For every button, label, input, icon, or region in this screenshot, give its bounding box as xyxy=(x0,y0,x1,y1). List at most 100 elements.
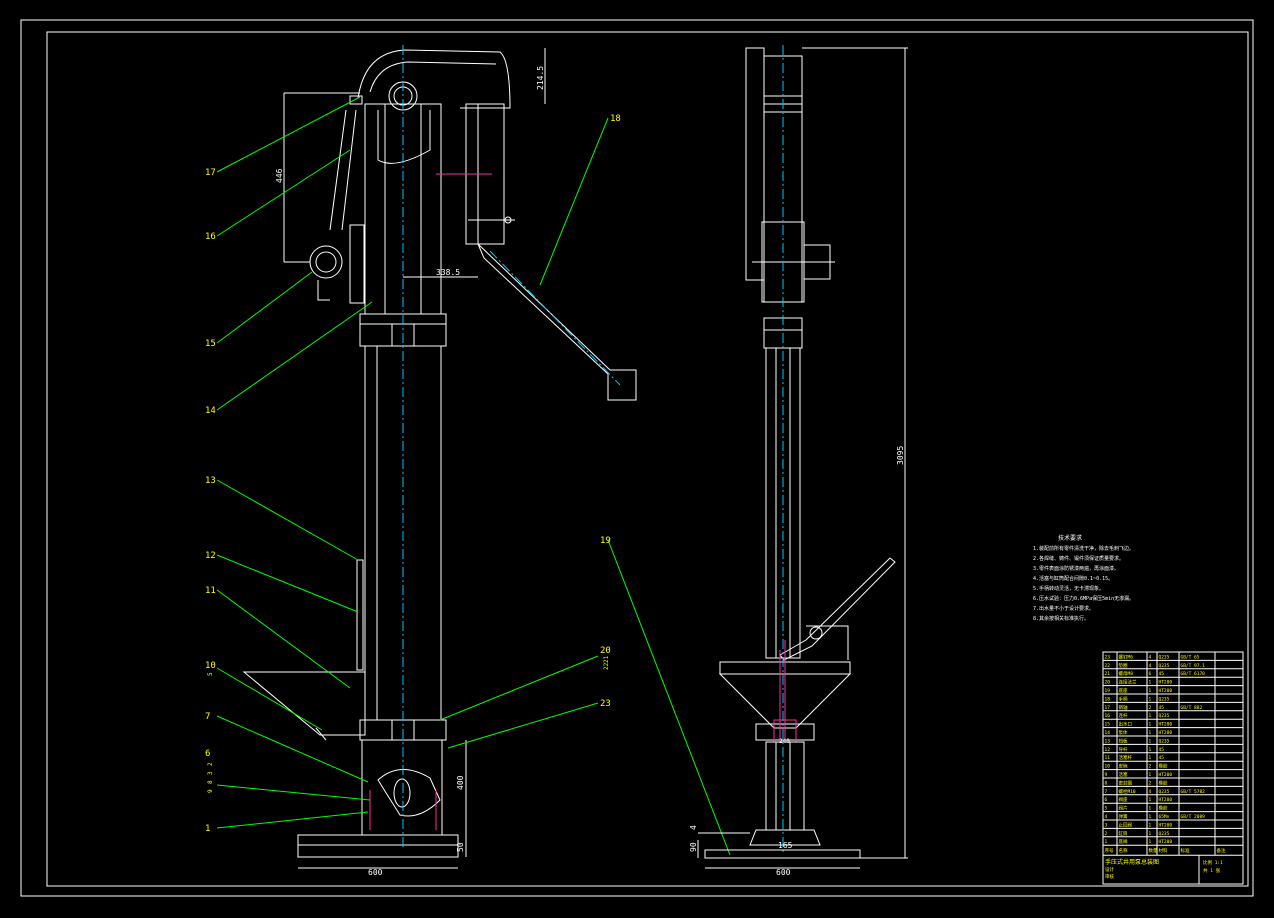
bom-cell: 1 xyxy=(1105,839,1108,845)
bom-cell: 螺栓M10 xyxy=(1119,788,1136,795)
bom-cell: 1 xyxy=(1149,806,1152,812)
dim-base-width-left: 600 xyxy=(368,868,383,877)
note-line: 2.各焊缝、铸件、锻件须保证质量要求。 xyxy=(1033,555,1124,562)
bom-header-cell: 材料 xyxy=(1159,847,1168,854)
bom-cell: 橡胶 xyxy=(1159,779,1168,786)
bom-cell: Q235 xyxy=(1159,663,1170,669)
part-label-11: 11 xyxy=(205,586,216,596)
bom-cell: Q235 xyxy=(1159,789,1170,795)
dim-total-height: 3095 xyxy=(896,446,905,465)
bom-cell: 弹簧 xyxy=(1119,813,1128,820)
part-label-8: 8 xyxy=(207,780,214,784)
bom-cell: Q235 xyxy=(1159,654,1170,660)
notes-title: 技术要求 xyxy=(1058,534,1082,542)
bom-cell: 6 xyxy=(1105,797,1108,803)
bom-cell: 活塞 xyxy=(1119,771,1128,778)
bom-cell: 4 xyxy=(1149,663,1152,669)
bom-cell: 4 xyxy=(1149,654,1152,660)
bom-cell: 1 xyxy=(1149,738,1152,744)
dim-arm-height: 446 xyxy=(275,168,284,183)
bom-cell: 22 xyxy=(1105,663,1111,669)
bom-cell: 14 xyxy=(1105,730,1111,736)
part-label-10: 10 xyxy=(205,661,216,671)
bom-cell: HT200 xyxy=(1159,839,1173,845)
bom-cell: 1 xyxy=(1149,822,1152,828)
bom-cell: 手柄 xyxy=(1119,695,1128,702)
bom-cell: GB/T 5782 xyxy=(1181,789,1206,795)
bom-header-cell: 名称 xyxy=(1119,847,1128,854)
technical-notes: 技术要求 1.装配前所有零件清洗干净，除去毛刺飞边。 2.各焊缝、铸件、锻件须保… xyxy=(1033,534,1134,622)
bom-cell: 导杆 xyxy=(1119,746,1128,753)
title-block-info: 共 1 张 xyxy=(1203,867,1221,874)
part-label-5: 5 xyxy=(207,672,214,676)
bom-cell: 1 xyxy=(1149,755,1152,761)
bom-cell: GB/T 882 xyxy=(1181,705,1203,711)
bom-cell: 17 xyxy=(1105,705,1111,711)
bom-cell: 阀片 xyxy=(1119,805,1128,812)
bom-cell: 16 xyxy=(1105,713,1111,719)
bom-cell: 1 xyxy=(1149,772,1152,778)
bom-cell: 5 xyxy=(1105,806,1108,812)
title-block-role: 设计 xyxy=(1105,866,1114,873)
bom-cell: 21 xyxy=(1105,671,1111,677)
bom-cell: HT200 xyxy=(1159,822,1173,828)
part-labels: 17 16 15 14 13 12 11 10 7 6 1 18 19 20 2… xyxy=(205,114,621,834)
bom-header-cell: 备注 xyxy=(1217,847,1226,854)
part-label-1: 1 xyxy=(205,824,210,834)
dim-base-thick-left: 50 xyxy=(456,842,465,852)
bom-cell: 泵体 xyxy=(1119,729,1128,736)
bom-cell: 7 xyxy=(1105,789,1108,795)
side-view: 3095 600 4 90 165 240 xyxy=(689,45,908,877)
part-label-21: 21 xyxy=(603,655,610,663)
bom-cell: 65Mn xyxy=(1159,814,1170,820)
bom-cell: 连杆 xyxy=(1119,712,1128,719)
bom-cell: GB/T 97.1 xyxy=(1181,663,1206,669)
note-line: 3.零件表面涂防锈漆两遍，再涂面漆。 xyxy=(1033,565,1119,572)
bom-header-cell: 序号 xyxy=(1105,847,1114,854)
part-label-18: 18 xyxy=(610,114,621,124)
dim-base-height-left: 400 xyxy=(456,775,465,790)
dim-pipe-dia: 165 xyxy=(778,841,793,850)
bom-cell: 10 xyxy=(1105,764,1111,770)
bom-cell: HT200 xyxy=(1159,772,1173,778)
bom-cell: 45 xyxy=(1159,747,1165,753)
bom-header-cell: 数量 xyxy=(1149,847,1158,854)
dim-top-height: 214.5 xyxy=(536,66,545,90)
part-label-20: 20 xyxy=(600,646,611,656)
part-label-17: 17 xyxy=(205,168,216,178)
bom-cell: 9 xyxy=(1105,772,1108,778)
bom-cell: 4 xyxy=(1149,789,1152,795)
part-label-6: 6 xyxy=(205,749,210,759)
bom-cell: GB/T 6170 xyxy=(1181,671,1206,677)
dim-base-width-right: 600 xyxy=(776,868,791,877)
dim-collar: 240 xyxy=(779,738,790,745)
bom-cell: 2 xyxy=(1105,831,1108,837)
bom-cell: 19 xyxy=(1105,688,1111,694)
title-block-name: 手压式井用泵总装图 xyxy=(1105,858,1159,866)
bom-cell: HT200 xyxy=(1159,797,1173,803)
bom-cell: 23 xyxy=(1105,654,1111,660)
bom-cell: 18 xyxy=(1105,696,1111,702)
bom-cell: 45 xyxy=(1159,705,1165,711)
bom-cell: 1 xyxy=(1149,688,1152,694)
bom-cell: 1 xyxy=(1149,814,1152,820)
bom-cell: 阀座 xyxy=(1119,796,1128,803)
bom-cell: 2 xyxy=(1149,780,1152,786)
part-label-9: 9 xyxy=(207,789,214,793)
dim-small-4: 4 xyxy=(689,825,698,830)
note-line: 5.手柄转动灵活，无卡滞现象。 xyxy=(1033,585,1104,592)
bom-cell: 活塞杆 xyxy=(1119,754,1133,761)
bom-cell: 底座 xyxy=(1119,687,1128,694)
part-label-14: 14 xyxy=(205,406,216,416)
bom-cell: 11 xyxy=(1105,755,1111,761)
bom-cell: HT200 xyxy=(1159,730,1173,736)
bom-cell: GB/T 65 xyxy=(1181,654,1200,660)
part-label-22: 22 xyxy=(603,662,610,670)
bom-cell: Q235 xyxy=(1159,738,1170,744)
bom-cell: 2 xyxy=(1149,764,1152,770)
part-label-12: 12 xyxy=(205,551,216,561)
bom-cell: 橡胶 xyxy=(1159,763,1168,770)
note-line: 6.压水试验：压力0.6MPa保压5min无渗漏。 xyxy=(1033,595,1134,602)
bom-cell: 1 xyxy=(1149,713,1152,719)
